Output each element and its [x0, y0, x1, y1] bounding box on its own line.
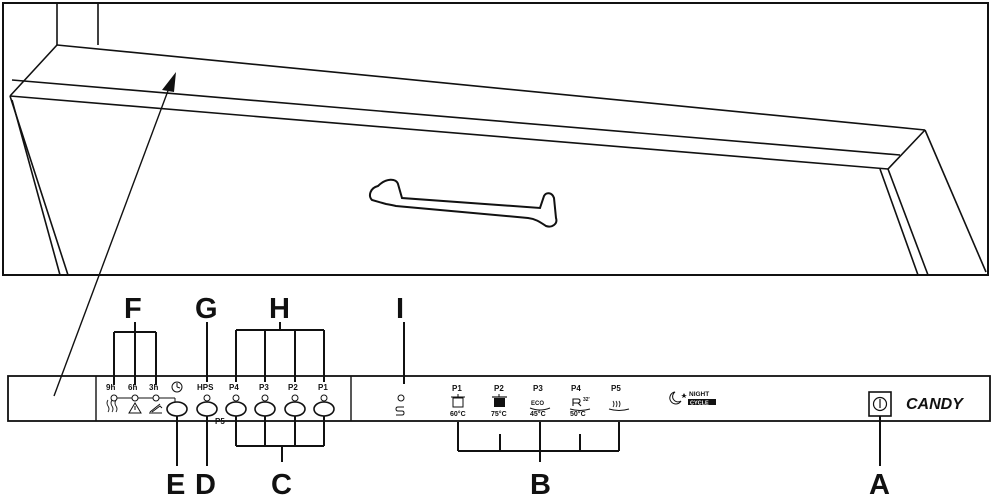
half-load-label-p3: P3	[259, 383, 269, 392]
hps-button[interactable]	[196, 401, 218, 417]
half-load-label-p2: P2	[288, 383, 298, 392]
callout-letter-c: C	[271, 469, 292, 501]
moon-star-icon	[669, 391, 687, 405]
program-label-p2: P2	[494, 384, 504, 393]
pot-icon	[451, 394, 465, 408]
salt-led	[397, 394, 405, 402]
program-temp-p3: 45°C	[530, 410, 546, 418]
callout-letter-e: E	[166, 469, 185, 501]
p5-link-label: P5	[215, 417, 225, 426]
program-label-p1: P1	[452, 384, 462, 393]
program-label-p4: P4	[571, 384, 581, 393]
delay-led-3h	[152, 394, 160, 402]
night-label: NIGHT	[689, 391, 709, 398]
eco-icon: ECO	[529, 401, 551, 411]
callout-letter-b: B	[530, 469, 551, 501]
callout-i: I	[396, 293, 405, 384]
callout-f: F	[113, 293, 157, 385]
half-load-button-p1[interactable]	[313, 401, 335, 417]
half-load-led-p1	[320, 394, 328, 402]
delay-start-group: 9h 6h 3h	[106, 381, 183, 414]
quick-icon: 32'	[569, 397, 591, 411]
half-load-group: P4 P3 P2 P1 P5	[206, 383, 328, 426]
delay-label-9h: 9h	[106, 383, 115, 392]
program-temp-p1: 60°C	[450, 410, 466, 418]
hps-label: HPS	[197, 383, 214, 392]
callout-letter-i: I	[396, 293, 404, 325]
callout-letter-g: G	[195, 293, 218, 325]
program-label-p3: P3	[533, 384, 543, 393]
program-label-p5: P5	[611, 384, 621, 393]
drying-icon	[106, 399, 118, 413]
hps-led	[203, 394, 211, 402]
callout-d: D	[195, 416, 216, 501]
program-selector-group: P1 P2 P3 P4 P5 ECO 32' 60°C 75	[450, 384, 630, 418]
half-load-led-p3	[261, 394, 269, 402]
callout-g: G	[195, 293, 218, 382]
prewash-icon	[608, 400, 630, 411]
delay-led-9h	[110, 394, 118, 402]
clock-icon	[171, 381, 183, 393]
half-load-led-p4	[232, 394, 240, 402]
callout-e: E	[166, 416, 185, 501]
half-load-led-p2	[291, 394, 299, 402]
door-handle	[369, 178, 558, 228]
half-load-label-p4: P4	[229, 383, 239, 392]
callout-c: C	[235, 416, 325, 501]
callout-letter-h: H	[269, 293, 290, 325]
brand-logo: CANDY	[906, 396, 964, 413]
night-cycle: NIGHT CYCLE	[669, 391, 716, 407]
heavy-pot-icon	[492, 394, 507, 407]
callout-a: A	[869, 416, 890, 501]
half-load-button-p3[interactable]	[254, 401, 276, 417]
half-load-button-p4[interactable]	[225, 401, 247, 417]
warning-icon	[128, 402, 142, 414]
callout-letter-a: A	[869, 469, 890, 501]
callout-h: H	[235, 293, 325, 382]
power-icon	[872, 396, 888, 412]
night-badge: CYCLE	[690, 401, 709, 407]
program-temp-p2: 75°C	[491, 410, 507, 418]
door-leader-arrow	[53, 72, 176, 397]
callout-b: B	[457, 422, 620, 501]
rinse-aid-icon	[149, 403, 163, 414]
salt-indicator-icon	[395, 406, 405, 416]
delay-led-6h	[131, 394, 139, 402]
quick-icon-text: 32'	[583, 397, 590, 403]
half-load-button-p2[interactable]	[284, 401, 306, 417]
delay-start-button[interactable]	[166, 401, 188, 417]
delay-label-6h: 6h	[128, 383, 137, 392]
callout-letter-f: F	[124, 293, 142, 325]
delay-label-3h: 3h	[149, 383, 158, 392]
program-temp-p4: 50°C	[570, 410, 586, 418]
dishwasher-door	[2, 2, 989, 276]
half-load-label-p1: P1	[318, 383, 328, 392]
callout-letter-d: D	[195, 469, 216, 501]
eco-icon-text: ECO	[531, 401, 544, 407]
control-panel	[7, 375, 991, 422]
